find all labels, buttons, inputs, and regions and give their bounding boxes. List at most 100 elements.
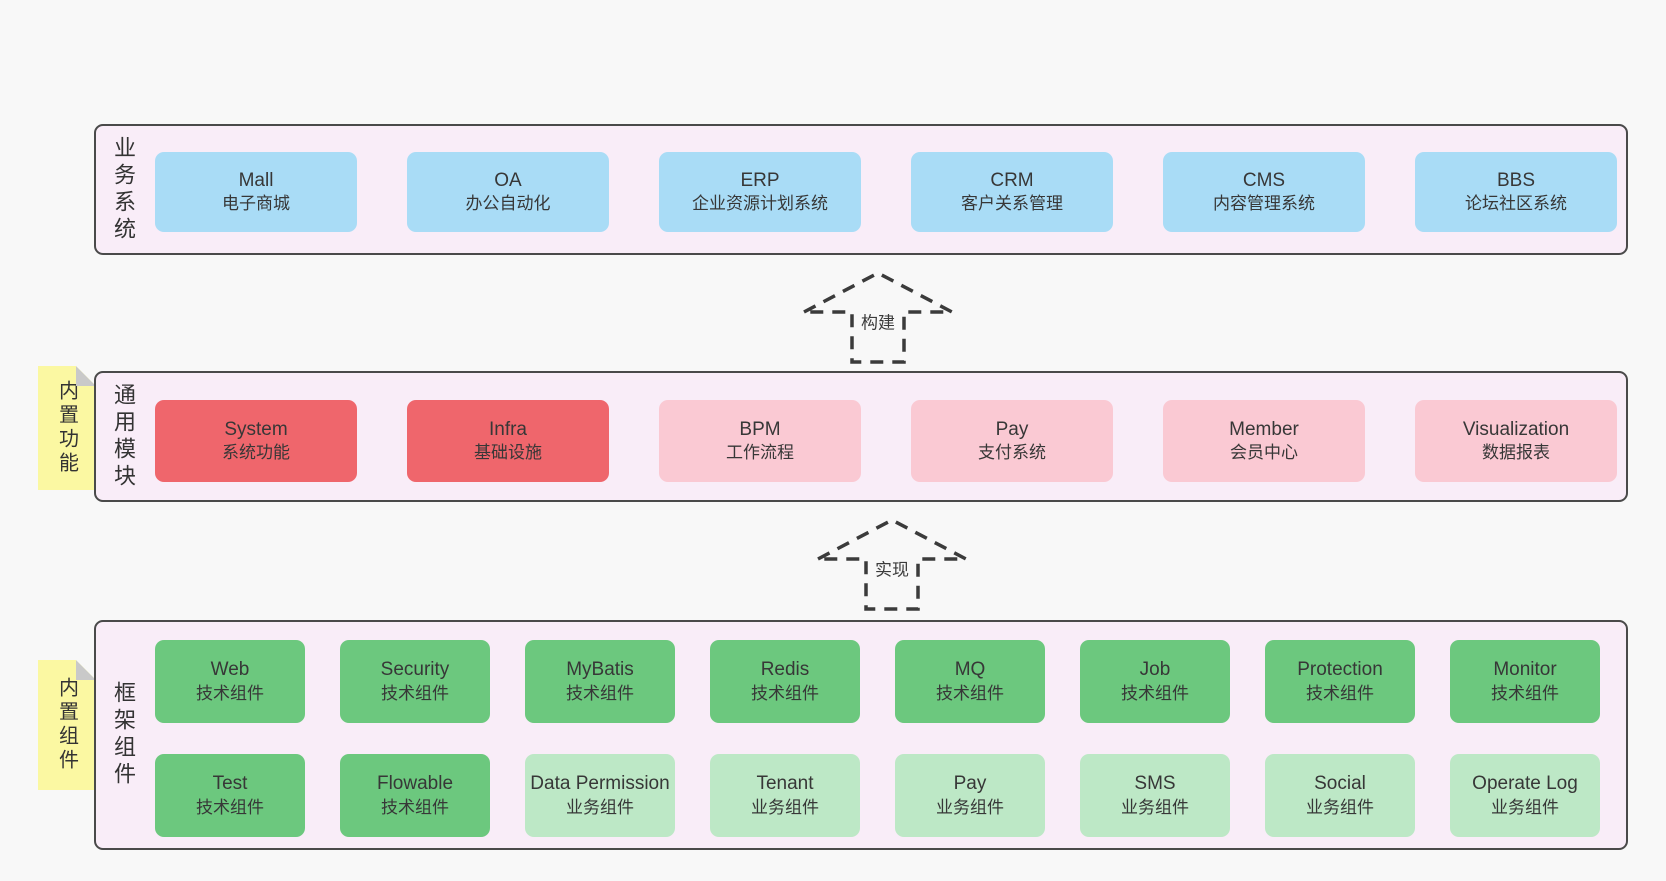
- business-systems-panel: 业务系统 Mall 电子商城 OA 办公自动化 ERP 企业资源计划系统 CRM…: [94, 124, 1628, 255]
- box-job: Job 技术组件: [1080, 640, 1230, 723]
- implement-arrow-label: 实现: [872, 554, 912, 582]
- box-title-en: ERP: [740, 169, 780, 191]
- built-in-features-note: 内置功能: [38, 366, 96, 490]
- box-subtitle-cn: 数据报表: [1482, 443, 1550, 463]
- box-title-en: Mall: [238, 169, 274, 191]
- box-subtitle-cn: 技术组件: [751, 683, 819, 703]
- box-title-en: OA: [494, 169, 522, 191]
- box-operate-log: Operate Log 业务组件: [1450, 754, 1600, 837]
- box-title-en: CRM: [990, 169, 1034, 191]
- box-subtitle-cn: 技术组件: [566, 683, 634, 703]
- box-title-en: Operate Log: [1472, 773, 1578, 795]
- box-title-en: Pay: [995, 418, 1029, 440]
- box-title-en: Infra: [488, 418, 528, 440]
- box-subtitle-cn: 业务组件: [751, 797, 819, 817]
- box-erp: ERP 企业资源计划系统: [659, 152, 861, 232]
- build-arrow-label: 构建: [858, 307, 898, 335]
- box-title-en: Flowable: [376, 773, 454, 795]
- box-subtitle-cn: 技术组件: [936, 683, 1004, 703]
- box-title-en: MQ: [954, 659, 986, 681]
- box-subtitle-cn: 业务组件: [1121, 797, 1189, 817]
- box-title-en: Member: [1229, 418, 1299, 440]
- box-bpm: BPM 工作流程: [659, 400, 861, 482]
- framework-components-panel: 框架组件 Web 技术组件 Security 技术组件 MyBatis 技术组件…: [94, 620, 1628, 850]
- box-title-en: Data Permission: [530, 773, 670, 795]
- box-sms: SMS 业务组件: [1080, 754, 1230, 837]
- box-bbs: BBS 论坛社区系统: [1415, 152, 1617, 232]
- box-infra: Infra 基础设施: [407, 400, 609, 482]
- box-protection: Protection 技术组件: [1265, 640, 1415, 723]
- built-in-components-note: 内置组件: [38, 660, 96, 790]
- box-subtitle-cn: 基础设施: [474, 443, 542, 463]
- box-subtitle-cn: 技术组件: [381, 683, 449, 703]
- box-subtitle-cn: 业务组件: [936, 797, 1004, 817]
- box-mall: Mall 电子商城: [155, 152, 357, 232]
- box-cms: CMS 内容管理系统: [1163, 152, 1365, 232]
- box-subtitle-cn: 技术组件: [1306, 683, 1374, 703]
- box-subtitle-cn: 工作流程: [726, 443, 794, 463]
- box-subtitle-cn: 电子商城: [222, 194, 290, 214]
- box-mq: MQ 技术组件: [895, 640, 1045, 723]
- components-panel-label: 框架组件: [111, 681, 136, 789]
- box-social: Social 业务组件: [1265, 754, 1415, 837]
- box-subtitle-cn: 论坛社区系统: [1465, 194, 1567, 214]
- box-title-en: BPM: [739, 418, 781, 440]
- box-pay-component: Pay 业务组件: [895, 754, 1045, 837]
- box-crm: CRM 客户关系管理: [911, 152, 1113, 232]
- build-arrow-icon: [803, 271, 953, 364]
- box-subtitle-cn: 业务组件: [1306, 797, 1374, 817]
- box-title-en: Pay: [953, 773, 987, 795]
- box-title-en: SMS: [1134, 773, 1176, 795]
- box-data-permission: Data Permission 业务组件: [525, 754, 675, 837]
- box-subtitle-cn: 业务组件: [566, 797, 634, 817]
- box-security: Security 技术组件: [340, 640, 490, 723]
- box-title-en: Protection: [1297, 659, 1383, 681]
- box-title-en: System: [224, 418, 288, 440]
- box-tenant: Tenant 业务组件: [710, 754, 860, 837]
- box-subtitle-cn: 会员中心: [1230, 443, 1298, 463]
- box-title-en: MyBatis: [566, 659, 634, 681]
- box-subtitle-cn: 企业资源计划系统: [692, 194, 828, 214]
- folded-corner-icon: [76, 366, 96, 386]
- box-title-en: Security: [380, 659, 450, 681]
- box-oa: OA 办公自动化: [407, 152, 609, 232]
- common-modules-panel: 通用模块 System 系统功能 Infra 基础设施 BPM 工作流程 Pay…: [94, 371, 1628, 502]
- box-subtitle-cn: 客户关系管理: [961, 194, 1063, 214]
- box-title-en: Monitor: [1493, 659, 1557, 681]
- box-subtitle-cn: 技术组件: [381, 797, 449, 817]
- business-panel-label: 业务系统: [111, 135, 136, 244]
- box-subtitle-cn: 技术组件: [196, 797, 264, 817]
- box-pay-module: Pay 支付系统: [911, 400, 1113, 482]
- box-subtitle-cn: 技术组件: [1121, 683, 1189, 703]
- box-title-en: Test: [212, 773, 248, 795]
- box-title-en: Visualization: [1462, 418, 1570, 440]
- box-title-en: Tenant: [756, 773, 814, 795]
- box-system: System 系统功能: [155, 400, 357, 482]
- box-subtitle-cn: 技术组件: [1491, 683, 1559, 703]
- note-text: 内置组件: [55, 677, 78, 773]
- modules-panel-label: 通用模块: [111, 382, 136, 491]
- box-title-en: Redis: [760, 659, 810, 681]
- box-mybatis: MyBatis 技术组件: [525, 640, 675, 723]
- box-redis: Redis 技术组件: [710, 640, 860, 723]
- box-title-en: Web: [210, 659, 250, 681]
- box-monitor: Monitor 技术组件: [1450, 640, 1600, 723]
- box-title-en: Job: [1139, 659, 1171, 681]
- box-title-en: Social: [1314, 773, 1366, 795]
- box-visualization: Visualization 数据报表: [1415, 400, 1617, 482]
- box-title-en: CMS: [1242, 169, 1286, 191]
- box-subtitle-cn: 内容管理系统: [1213, 194, 1315, 214]
- box-subtitle-cn: 系统功能: [222, 443, 290, 463]
- box-subtitle-cn: 办公自动化: [465, 194, 551, 214]
- box-flowable: Flowable 技术组件: [340, 754, 490, 837]
- box-subtitle-cn: 支付系统: [978, 443, 1046, 463]
- box-title-en: BBS: [1496, 169, 1536, 191]
- folded-corner-icon: [76, 660, 96, 680]
- implement-arrow-icon: [817, 518, 967, 611]
- box-subtitle-cn: 业务组件: [1491, 797, 1559, 817]
- box-member: Member 会员中心: [1163, 400, 1365, 482]
- note-text: 内置功能: [55, 380, 78, 476]
- box-test: Test 技术组件: [155, 754, 305, 837]
- box-subtitle-cn: 技术组件: [196, 683, 264, 703]
